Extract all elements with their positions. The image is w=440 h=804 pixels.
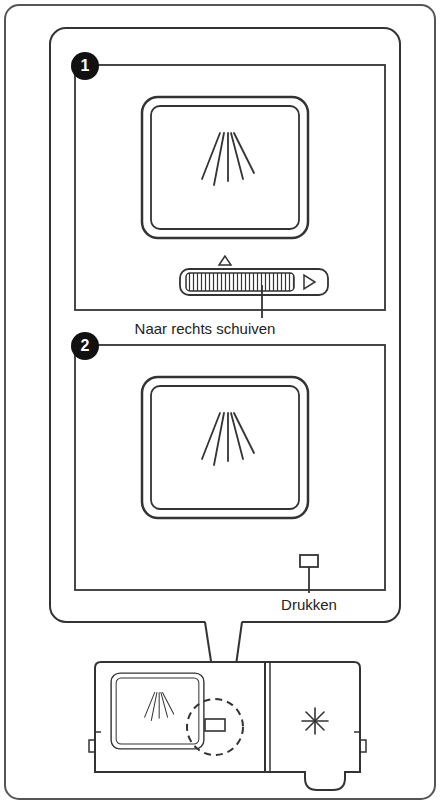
instruction-label: Naar rechts schuiven — [133, 320, 278, 337]
detergent-dispenser — [89, 662, 366, 790]
outer-frame — [5, 5, 435, 799]
position-mark — [219, 256, 231, 265]
slider — [180, 269, 328, 295]
callout-number: 1 — [71, 52, 99, 80]
leader-line — [308, 567, 310, 593]
callout-number-text: 1 — [81, 58, 90, 74]
callout-panel — [50, 28, 400, 622]
instruction-label: Drukken — [279, 596, 339, 613]
step-panel — [75, 65, 385, 310]
release-button — [300, 555, 318, 567]
step-panel — [75, 345, 385, 590]
sparkle-symbol — [302, 708, 328, 734]
callout-number: 2 — [71, 332, 99, 360]
leader-line — [261, 285, 263, 318]
highlight-circle — [187, 699, 243, 755]
rinse-aid-window — [142, 97, 308, 238]
release-button — [205, 719, 225, 731]
callout-number-text: 2 — [81, 338, 90, 354]
rinse-aid-window — [142, 377, 308, 518]
